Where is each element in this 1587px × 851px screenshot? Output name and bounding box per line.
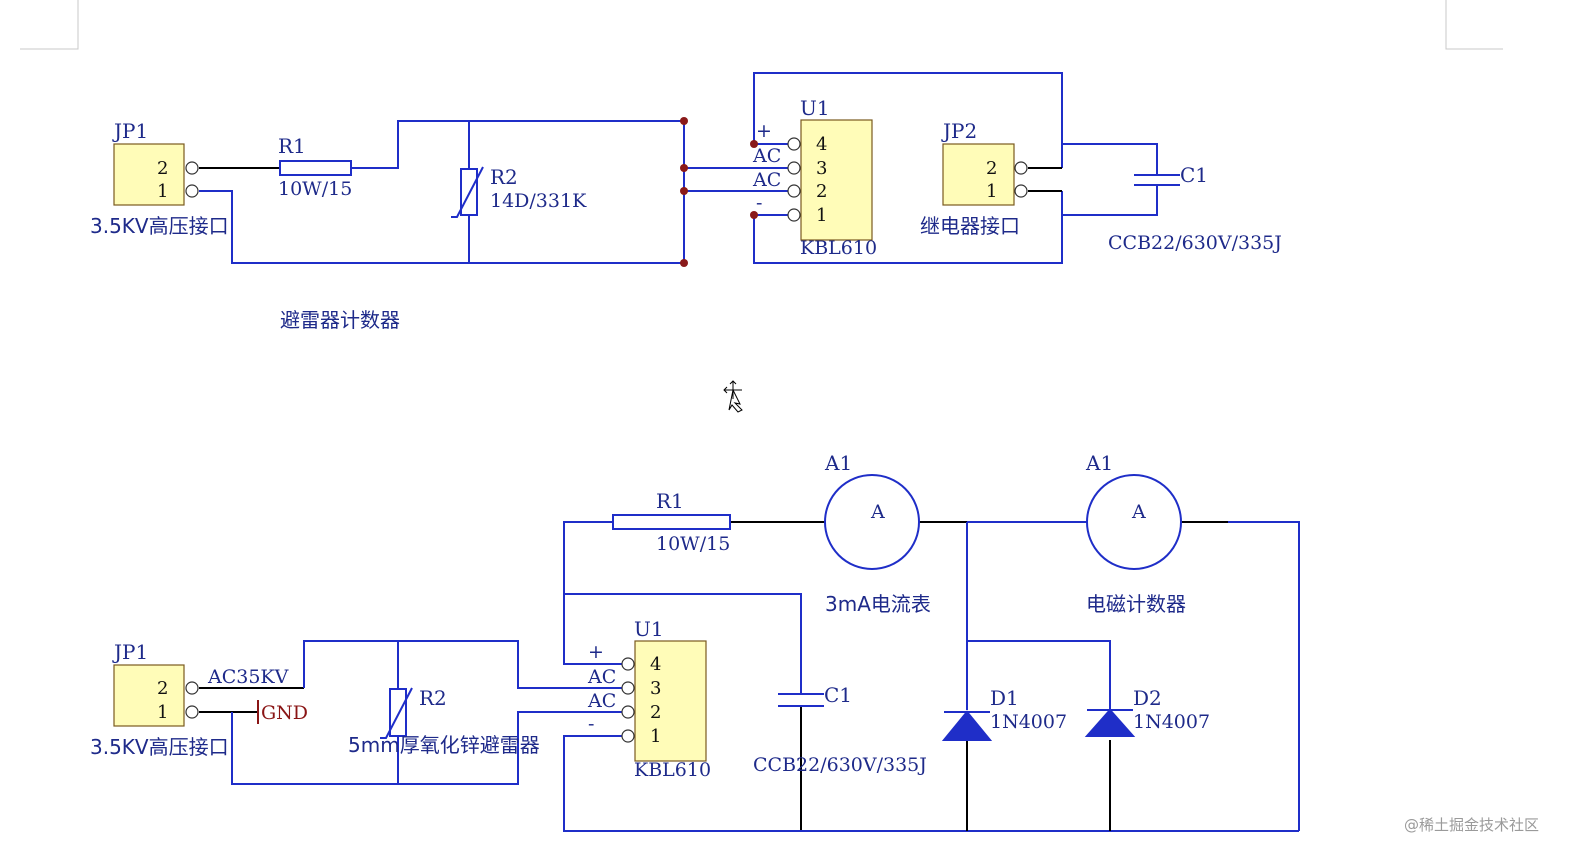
top-jp2-pin2: 2 [986,158,997,179]
top-u1-plus: + [756,120,772,142]
bottom-circuit: JP1 2 1 3.5KV高压接口 AC35KV GND R2 5mm厚氧化锌避… [90,451,1300,832]
top-c1-capacitor: C1 CCB22/630V/335J [1108,163,1282,254]
top-u1-ac2: AC [752,169,781,191]
bottom-u1-pin4: 4 [650,654,661,675]
top-c1-value: CCB22/630V/335J [1108,232,1282,254]
page-corner-marks [20,0,1503,50]
bottom-a2-ref: A1 [1085,451,1113,475]
top-circuit: JP1 2 1 3.5KV高压接口 R1 10W/15 R2 14D/331K … [90,72,1282,332]
top-jp1-caption: 3.5KV高压接口 [90,214,229,238]
top-section-title: 避雷器计数器 [280,308,400,332]
bottom-a1-ammeter: A A1 3mA电流表 [824,451,931,616]
bottom-d1-diode: D1 1N4007 [941,686,1067,741]
bottom-u1-pin2: 2 [650,702,661,723]
bottom-c1-value: CCB22/630V/335J [753,754,927,776]
bottom-wires [199,521,1300,832]
bottom-jp1-pin1: 1 [157,702,168,723]
top-jp2-caption: 继电器接口 [920,214,1020,238]
bottom-a1-ref: A1 [824,451,852,475]
bottom-d2-diode: D2 1N4007 [1084,686,1210,737]
top-jp1-ref: JP1 [112,119,148,143]
top-u1-pin1: 1 [816,205,827,226]
bottom-r2-ref: R2 [419,686,447,710]
top-u1-ac1: AC [752,145,781,167]
top-jp1-pin1: 1 [157,181,168,202]
top-r1-value: 10W/15 [278,178,352,200]
bottom-r1-value: 10W/15 [656,533,730,555]
top-u1-part: KBL610 [800,237,877,259]
top-jp2-connector: JP2 2 1 继电器接口 [920,119,1028,238]
top-c1-ref: C1 [1180,163,1208,187]
top-u1-pin2: 2 [816,181,827,202]
bottom-d1-value: 1N4007 [990,711,1067,733]
top-r1-ref: R1 [278,134,306,158]
ground-symbol-icon: GND [257,700,308,724]
bottom-a2-counter: A A1 电磁计数器 [1085,451,1186,616]
top-r1-resistor: R1 10W/15 [278,134,352,200]
bottom-jp1-caption: 3.5KV高压接口 [90,735,229,759]
top-jp1-connector: JP1 2 1 3.5KV高压接口 [90,119,229,238]
bottom-jp1-ref: JP1 [112,640,148,664]
bottom-a2-caption: 电磁计数器 [1086,592,1186,616]
bottom-r1-ref: R1 [656,489,684,513]
bottom-c1-ref: C1 [824,683,852,707]
bottom-r1-resistor: R1 10W/15 [612,489,731,555]
bottom-d2-value: 1N4007 [1133,711,1210,733]
bottom-u1-plus: + [588,641,604,663]
bottom-u1-bridge-rectifier: U1 4 3 2 1 + AC AC - KBL610 [587,617,711,781]
top-u1-bridge-rectifier: U1 4 3 2 1 + AC AC - KBL610 [752,96,877,259]
bottom-net-ac35kv: AC35KV [207,666,289,688]
top-jp2-ref: JP2 [941,119,977,143]
top-jp1-pin2: 2 [157,158,168,179]
bottom-r2-caption: 5mm厚氧化锌避雷器 [348,733,540,757]
bottom-d1-ref: D1 [990,686,1019,710]
top-u1-minus: - [756,192,762,214]
top-wires [199,72,1158,264]
move-cursor-icon [723,380,743,413]
bottom-a1-caption: 3mA电流表 [825,592,931,616]
top-r2-value: 14D/331K [490,190,587,212]
bottom-u1-ac2: AC [587,690,616,712]
top-r2-ref: R2 [490,165,518,189]
bottom-u1-part: KBL610 [634,759,711,781]
top-u1-pin3: 3 [816,158,827,179]
top-r2-varistor: R2 14D/331K [451,165,587,218]
bottom-jp1-connector: JP1 2 1 3.5KV高压接口 AC35KV [90,640,289,759]
bottom-a1-symbol: A [870,501,885,523]
bottom-c1-capacitor: C1 CCB22/630V/335J [753,683,927,776]
top-u1-pin4: 4 [816,134,827,155]
top-u1-ref: U1 [800,96,830,120]
bottom-net-gnd: GND [261,702,308,724]
top-jp2-pin1: 1 [986,181,997,202]
bottom-u1-ac1: AC [587,666,616,688]
bottom-u1-minus: - [588,713,594,735]
bottom-u1-ref: U1 [634,617,664,641]
top-junctions [680,117,758,267]
bottom-jp1-pin2: 2 [157,678,168,699]
bottom-u1-pin3: 3 [650,678,661,699]
watermark: @稀土掘金技术社区 [1404,816,1539,834]
bottom-u1-pin1: 1 [650,726,661,747]
bottom-a2-symbol: A [1131,501,1146,523]
bottom-d2-ref: D2 [1133,686,1162,710]
bottom-r2-arrester: R2 5mm厚氧化锌避雷器 [348,686,540,757]
